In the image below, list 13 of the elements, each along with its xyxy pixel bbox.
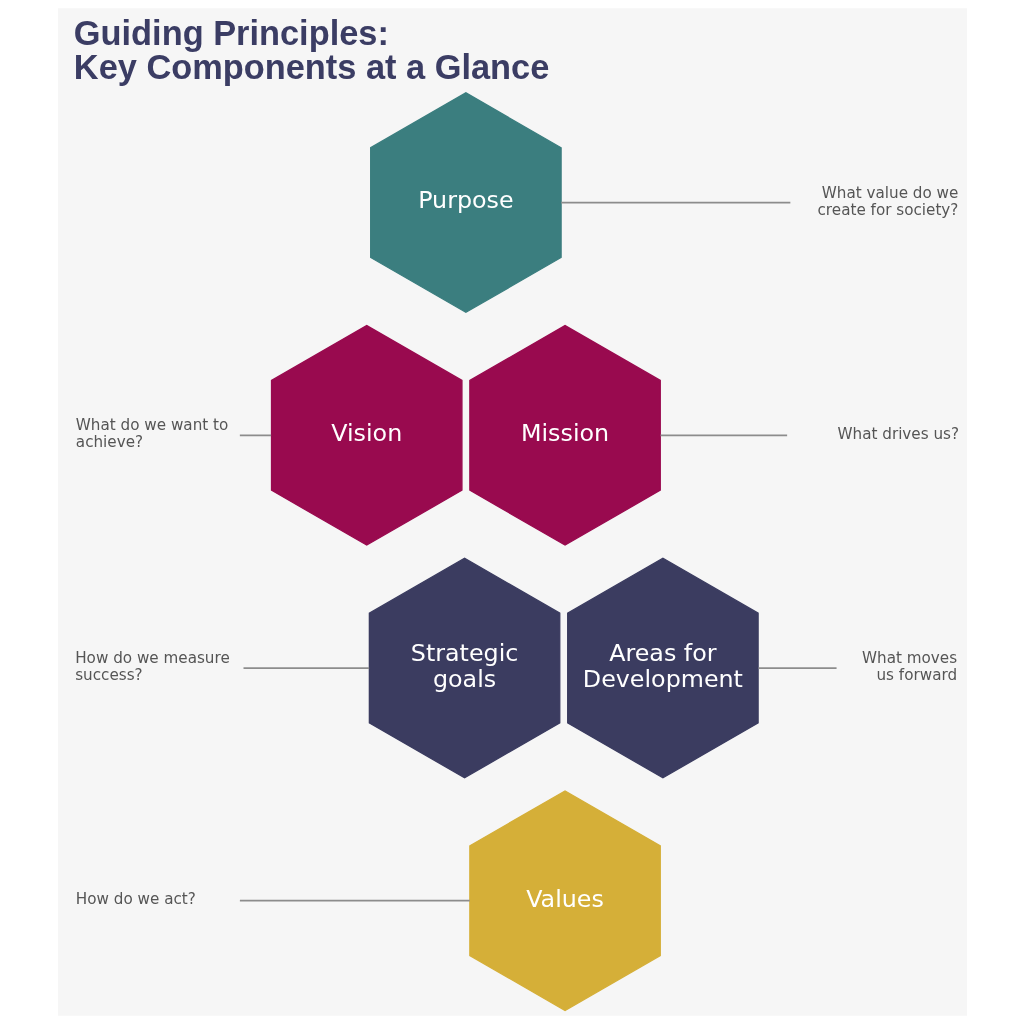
connector xyxy=(238,899,471,902)
connector xyxy=(242,667,370,669)
connector xyxy=(559,201,791,204)
diagram-title: Guiding Principles: Key Components at a Glance xyxy=(73,14,549,87)
node-text: What value do we create for society? xyxy=(817,183,958,219)
connector xyxy=(238,434,272,437)
node-text: How do we act? xyxy=(75,890,196,909)
connector xyxy=(757,667,837,669)
node-text: What drives us? xyxy=(837,424,959,443)
connector xyxy=(659,434,788,437)
node-text: What do we want to achieve? xyxy=(75,416,228,452)
node-text: What moves us forward xyxy=(861,648,957,685)
node-text: How do we measure success? xyxy=(74,648,230,685)
